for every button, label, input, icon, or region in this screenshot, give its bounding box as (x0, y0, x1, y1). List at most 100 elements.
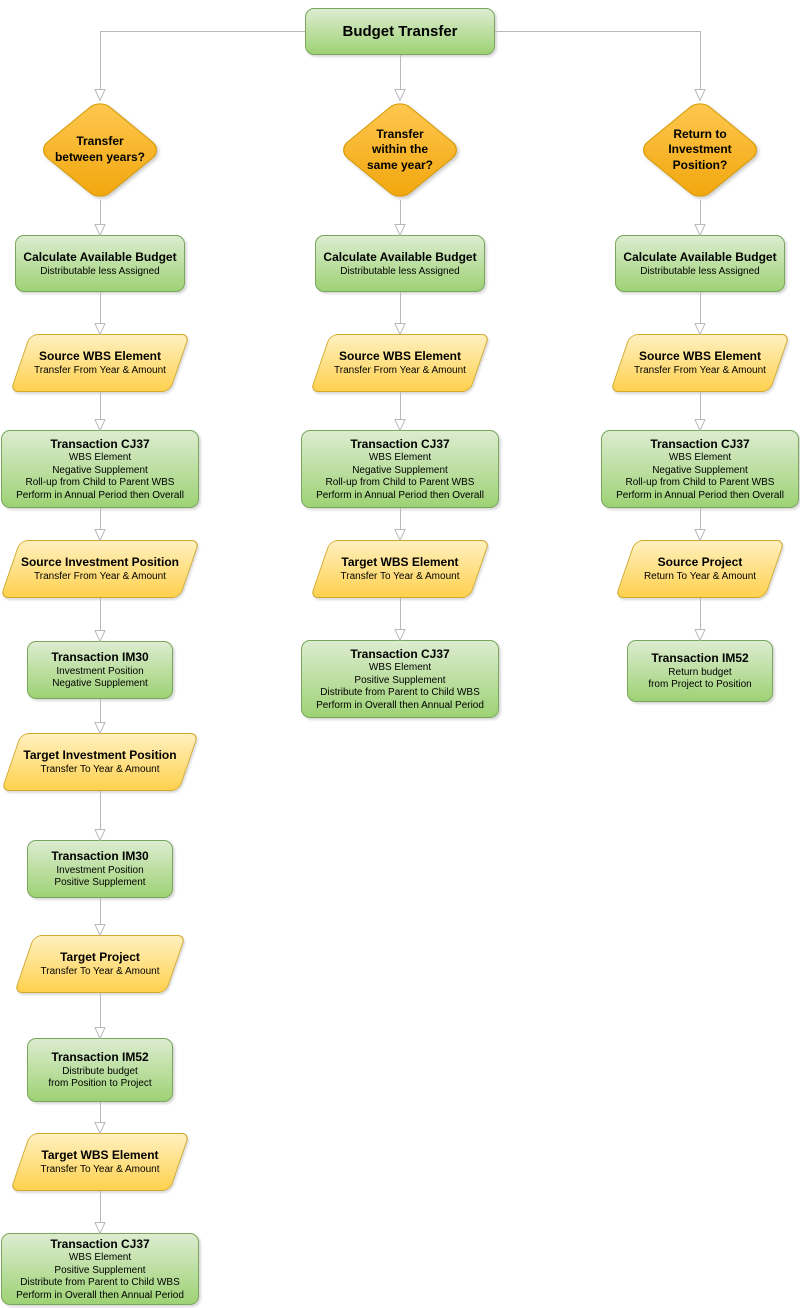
node-target-wbs: Target WBS Element Transfer To Year & Am… (10, 1133, 190, 1191)
connector-line (399, 598, 401, 629)
connector-line (699, 200, 701, 224)
node-line: Perform in Annual Period then Overall (316, 489, 484, 501)
node-source-project: Source Project Return To Year & Amount (615, 540, 785, 598)
node-line: Roll-up from Child to Parent WBS (325, 477, 475, 489)
node-title: Transaction CJ37 (50, 436, 150, 451)
node-line: Return To Year & Amount (643, 571, 757, 583)
connector-line (99, 898, 101, 924)
node-line: Return budget (668, 666, 732, 678)
node-line: WBS Element (668, 452, 732, 464)
arrowhead-icon (94, 1221, 106, 1235)
arrowhead-icon (94, 1121, 106, 1135)
arrowhead-icon (94, 828, 106, 842)
node-line: WBS Element (368, 662, 432, 674)
node-title: Target Project (60, 950, 140, 965)
node-target-inv-position: Target Investment Position Transfer To Y… (1, 733, 199, 791)
node-source-wbs: Source WBS Element Transfer From Year & … (10, 334, 190, 392)
node-line: Positive Supplement (54, 877, 146, 889)
node-line: Perform in Overall then Annual Period (316, 699, 484, 711)
node-line: WBS Element (68, 1252, 132, 1264)
node-title: Source WBS Element (338, 349, 462, 364)
connector-line (99, 993, 101, 1027)
connector-line (699, 292, 701, 323)
node-line: Roll-up from Child to Parent WBS (25, 477, 175, 489)
connector-line (100, 30, 305, 32)
node-title: Transaction IM52 (651, 651, 749, 666)
node-line: Perform in Overall then Annual Period (16, 1289, 184, 1301)
arrowhead-icon (94, 1026, 106, 1040)
node-title: Transaction CJ37 (350, 436, 450, 451)
node-line: Perform in Annual Period then Overall (16, 489, 184, 501)
node-line: Distributable less Assigned (40, 265, 160, 277)
node-line: Negative Supplement (52, 678, 148, 690)
node-title: Calculate Available Budget (23, 249, 177, 264)
node-title: Transaction IM30 (51, 650, 149, 665)
arrowhead-icon (94, 88, 106, 102)
node-title: Source WBS Element (38, 349, 162, 364)
node-title: Transaction IM30 (51, 849, 149, 864)
arrowhead-icon (694, 322, 706, 336)
node-title: Transaction IM52 (51, 1050, 149, 1065)
connector-line (99, 1102, 101, 1122)
node-line: Investment Position (56, 665, 144, 677)
connector-line (99, 598, 101, 630)
connector-line (99, 292, 101, 323)
node-calc-budget: Calculate Available Budget Distributable… (15, 235, 185, 292)
node-line: Transfer From Year & Amount (334, 365, 466, 377)
arrowhead-icon (94, 629, 106, 643)
arrowhead-icon (94, 418, 106, 432)
node-line: Positive Supplement (54, 1264, 146, 1276)
connector-line (699, 598, 701, 629)
node-title: Target WBS Element (41, 1148, 159, 1163)
arrowhead-icon (394, 322, 406, 336)
arrowhead-icon (94, 322, 106, 336)
node-source-wbs: Source WBS Element Transfer From Year & … (610, 334, 790, 392)
node-title: Source Investment Position (20, 555, 180, 570)
node-line: Negative Supplement (352, 464, 448, 476)
connector-line (99, 791, 101, 829)
node-line: Perform in Annual Period then Overall (616, 489, 784, 501)
node-line: Distributable less Assigned (640, 265, 760, 277)
node-title: Target WBS Element (341, 555, 459, 570)
node-line: WBS Element (68, 452, 132, 464)
node-line: Transfer To Year & Amount (40, 764, 160, 776)
node-line: Positive Supplement (354, 674, 446, 686)
node-title: Target Investment Position (23, 748, 177, 763)
connector-line (495, 30, 700, 32)
arrowhead-icon (94, 223, 106, 237)
arrowhead-icon (394, 528, 406, 542)
connector-line (699, 392, 701, 419)
node-line: WBS Element (368, 452, 432, 464)
arrowhead-icon (94, 721, 106, 735)
node-line: Investment (668, 142, 732, 157)
arrowhead-icon (394, 88, 406, 102)
arrowhead-icon (394, 223, 406, 237)
node-line: Transfer From Year & Amount (34, 365, 166, 377)
node-line: Transfer From Year & Amount (634, 365, 766, 377)
node-line: Transfer To Year & Amount (40, 1164, 160, 1176)
node-title: Budget Transfer (342, 23, 458, 40)
node-title: Source Project (657, 555, 743, 570)
node-line: Investment Position (56, 864, 144, 876)
node-target-wbs: Target WBS Element Transfer To Year & Am… (310, 540, 490, 598)
connector-line (699, 31, 701, 89)
connector-line (99, 508, 101, 529)
node-line: Distribute budget (62, 1065, 138, 1077)
node-source-inv-position: Source Investment Position Transfer From… (0, 540, 200, 598)
connector-line (399, 508, 401, 529)
arrowhead-icon (694, 223, 706, 237)
connector-line (399, 200, 401, 224)
node-line: Position? (672, 157, 728, 172)
